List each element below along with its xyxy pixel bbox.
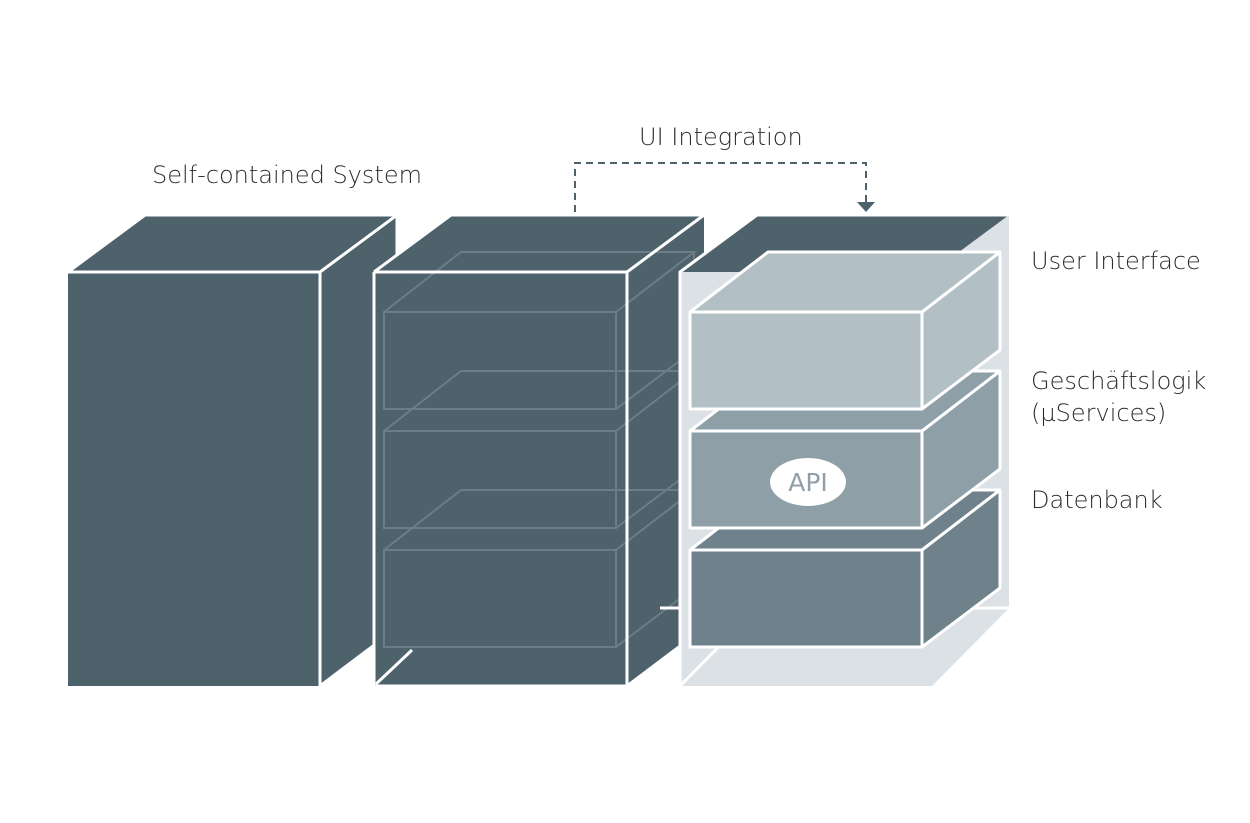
label-geschaeftslogik: Geschäftslogik <box>1031 367 1206 395</box>
arrow-down-icon <box>857 202 875 212</box>
label-ui-integration: UI Integration <box>639 123 803 151</box>
api-label: API <box>788 468 828 497</box>
label-user-interface: User Interface <box>1031 247 1201 275</box>
layer-user-interface <box>688 250 1002 411</box>
block-self-contained-system <box>67 213 399 688</box>
label-self-contained-system: Self-contained System <box>152 161 422 189</box>
block-layered-dark <box>372 213 706 688</box>
block-layered-exploded: API <box>678 213 1009 688</box>
api-badge <box>770 458 846 506</box>
label-microservices: (µServices) <box>1031 399 1166 427</box>
label-datenbank: Datenbank <box>1031 486 1163 514</box>
ui-integration-connector <box>574 162 875 212</box>
